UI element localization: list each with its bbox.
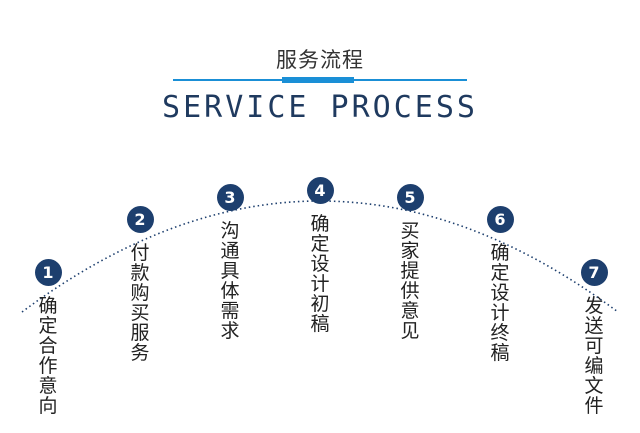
step-label: 确定设计初稿: [310, 213, 330, 335]
step-5: 5 买家提供意见: [390, 184, 430, 341]
title-divider-accent: [282, 77, 354, 83]
step-number-badge: 4: [306, 177, 334, 204]
step-2: 2 付款购买服务: [120, 206, 160, 363]
step-number-badge: 1: [34, 259, 62, 286]
step-3: 3 沟通具体需求: [210, 184, 250, 341]
step-number-badge: 3: [216, 184, 244, 211]
step-label: 沟通具体需求: [220, 220, 240, 342]
page-title: 服务流程: [276, 48, 364, 72]
step-label: 买家提供意见: [400, 220, 420, 342]
step-6: 6 确定设计终稿: [480, 206, 520, 363]
step-label: 确定合作意向: [38, 295, 58, 417]
step-label: 确定设计终稿: [490, 242, 510, 364]
step-number-badge: 2: [126, 206, 154, 233]
page-subtitle: SERVICE PROCESS: [162, 90, 478, 125]
step-4: 4 确定设计初稿: [300, 177, 340, 334]
step-label: 付款购买服务: [130, 242, 150, 364]
step-number-badge: 6: [486, 206, 514, 233]
step-number-badge: 5: [396, 184, 424, 211]
step-7: 7 发送可编文件: [574, 259, 614, 416]
step-1: 1 确定合作意向: [28, 259, 68, 416]
step-label: 发送可编文件: [584, 295, 604, 417]
step-number-badge: 7: [580, 259, 608, 286]
dotted-arc-line: [21, 200, 619, 313]
